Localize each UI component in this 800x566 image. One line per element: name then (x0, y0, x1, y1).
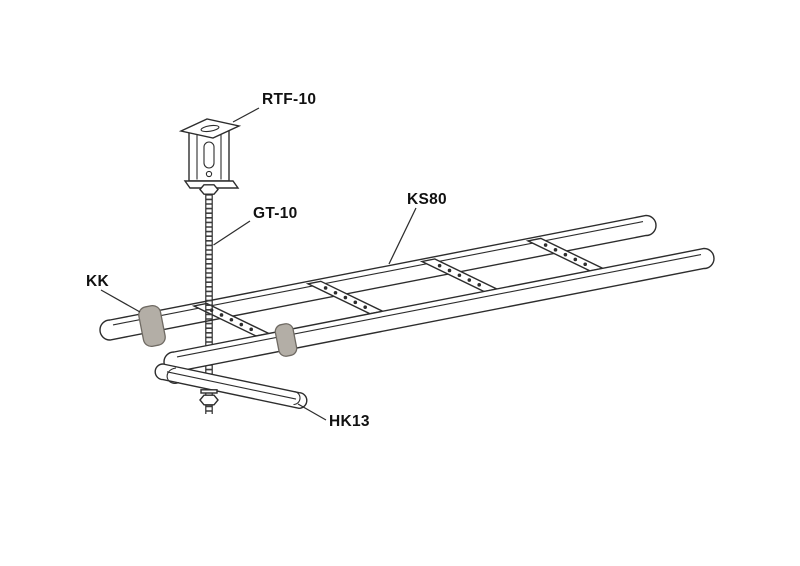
kk-clamp-far (138, 304, 166, 348)
part-labels: RTF-10 GT-10 KS80 KK HK13 (86, 91, 447, 430)
leader-kk (100, 289, 141, 313)
near-side-rail (163, 247, 715, 373)
rod-washer (200, 389, 218, 394)
label-gt10: GT-10 (253, 205, 298, 222)
label-kk: KK (86, 273, 109, 290)
leader-ks80 (388, 207, 417, 265)
label-rtf10: RTF-10 (262, 91, 316, 108)
kk-clamp-near (274, 323, 298, 357)
leader-hk13 (297, 403, 327, 421)
leader-gt10 (213, 220, 251, 246)
hk13-channel-opening (293, 390, 301, 406)
hk13-hook (166, 367, 180, 384)
hk13-bracket (154, 363, 308, 410)
leader-rtf10 (232, 107, 260, 123)
rtf10-bracket (178, 118, 242, 195)
bracket-slot-front (203, 141, 215, 169)
label-ks80: KS80 (407, 191, 447, 208)
leader-lines (100, 107, 417, 421)
bracket-slot-top (200, 124, 220, 133)
label-hk13: HK13 (329, 413, 370, 430)
rod-nut-lower (199, 394, 219, 406)
rod-nut-upper (199, 184, 219, 195)
rod-fastening-lower (199, 389, 219, 406)
bracket-hole (205, 170, 213, 178)
